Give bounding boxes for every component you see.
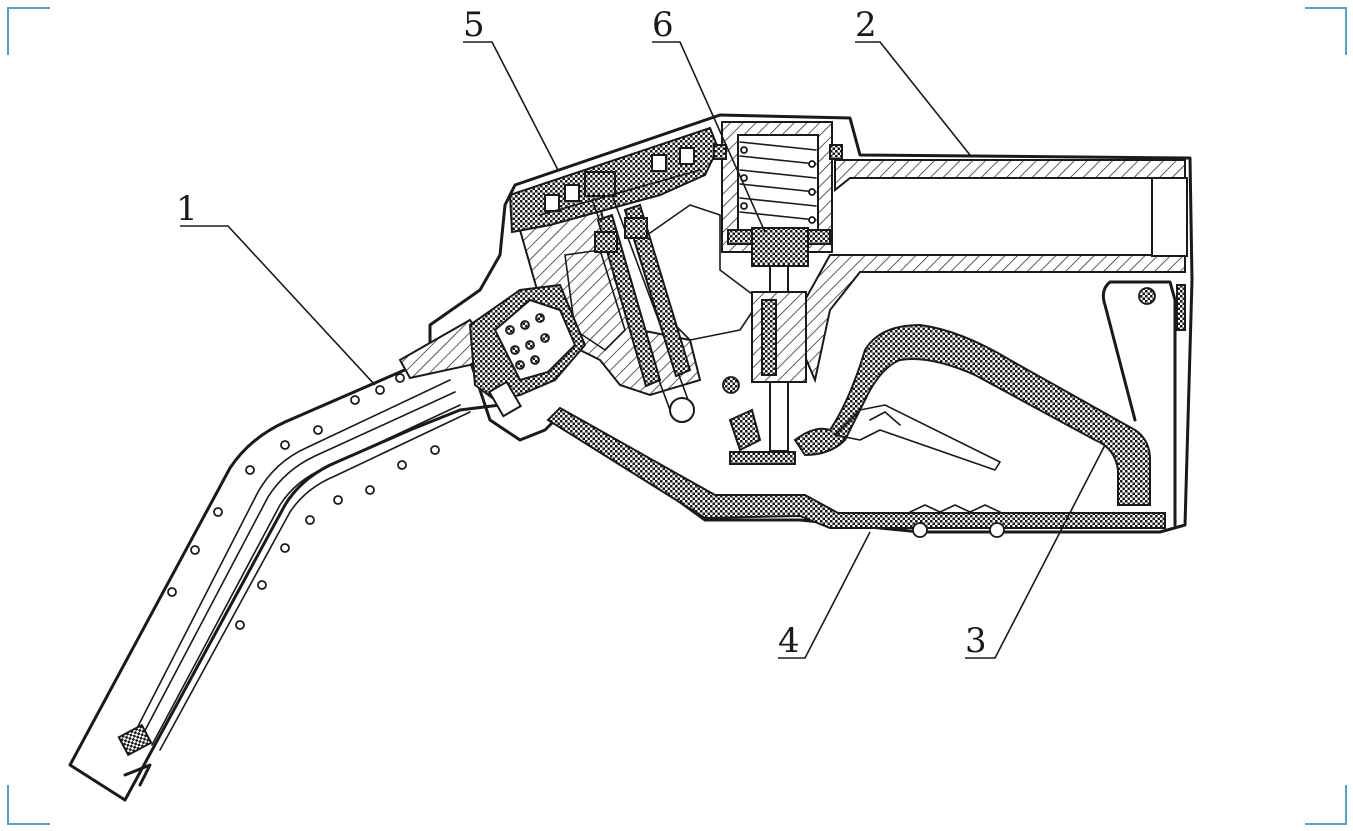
- inlet-valve-balls: [505, 313, 550, 370]
- spring-stack-left: [596, 213, 662, 388]
- callout-1: 1: [176, 189, 198, 229]
- leader-line-4: [778, 531, 871, 659]
- valve-stem-guide: [751, 291, 807, 383]
- nozzle-body: [398, 113, 1194, 534]
- leader-line-2: [855, 41, 971, 156]
- leader-lines: [180, 41, 1106, 659]
- trigger-pad: [729, 451, 796, 465]
- spring-stack-right: [623, 203, 692, 378]
- trigger-guard-strip: [1176, 284, 1186, 331]
- spout-tube-line-1: [131, 379, 451, 739]
- corner-marks: [7, 7, 1347, 825]
- inlet-valve-pin: [487, 380, 523, 418]
- spout: [68, 338, 502, 802]
- valve-stems: [591, 194, 762, 452]
- valve-housing-corner-left: [713, 144, 727, 160]
- leader-line-6: [652, 41, 766, 233]
- corner-mark-bottom-right: [1305, 785, 1347, 825]
- spring-coils: [739, 141, 817, 224]
- lower-lever-plate: [546, 406, 1166, 538]
- callout-3: 3: [965, 621, 987, 661]
- inlet-valve-cavity: [493, 298, 577, 382]
- spout-tip-notch: [123, 763, 152, 787]
- spout-spring-coil: [167, 373, 440, 630]
- callout-5: 5: [463, 5, 485, 45]
- trigger-latch: [834, 404, 1001, 471]
- lever-plate-rivet-2: [989, 522, 1005, 538]
- spout-inner-wall-upper: [139, 391, 456, 741]
- top-cover-slot-4: [679, 147, 695, 165]
- trigger-pivot: [1138, 287, 1156, 305]
- top-cover-slot-2: [564, 184, 580, 202]
- trigger: [729, 280, 1186, 527]
- callout-2: 2: [855, 5, 877, 45]
- body-pin: [722, 376, 740, 394]
- corner-mark-top-left: [7, 7, 50, 55]
- leader-line-5: [463, 41, 559, 171]
- callout-6: 6: [652, 5, 674, 45]
- valve-housing-corner-right: [829, 144, 843, 160]
- lever-plate-rivet-1: [912, 522, 928, 538]
- callout-labels: 1 2 3 4 5 6: [176, 5, 987, 661]
- valve-plug: [751, 227, 809, 267]
- lever-plate-rack: [909, 504, 1001, 513]
- spout-tip-seal: [117, 723, 153, 757]
- trigger-latch-detail: [869, 411, 901, 426]
- top-cover-slot-3: [651, 154, 667, 172]
- trigger-guard: [1101, 280, 1177, 527]
- valve-stem-spring: [761, 299, 777, 376]
- stem-bottom-roller: [669, 397, 695, 423]
- stem-bottom-seal: [728, 408, 762, 452]
- stem-seal-2: [624, 217, 648, 239]
- inlet-valve-block: [468, 283, 587, 418]
- handle-end-cap: [1151, 177, 1188, 257]
- callout-4: 4: [778, 621, 800, 661]
- spout-tube-line-2: [159, 411, 471, 751]
- lever-plate: [546, 406, 1166, 529]
- corner-mark-top-right: [1305, 7, 1347, 55]
- top-diaphragm: [539, 169, 701, 216]
- leader-line-1: [180, 225, 376, 386]
- spout-inner-wall-lower: [151, 404, 461, 746]
- top-valve-core: [584, 171, 616, 197]
- leader-line-3: [965, 444, 1106, 659]
- top-cover-slot-1: [544, 194, 560, 212]
- corner-mark-bottom-left: [7, 785, 50, 825]
- trigger-body: [793, 323, 1151, 506]
- top-valve-assembly: [508, 126, 720, 234]
- main-valve-spring: [713, 121, 843, 452]
- stem-seal-1: [594, 231, 618, 253]
- body-upper-wall: [834, 159, 1186, 193]
